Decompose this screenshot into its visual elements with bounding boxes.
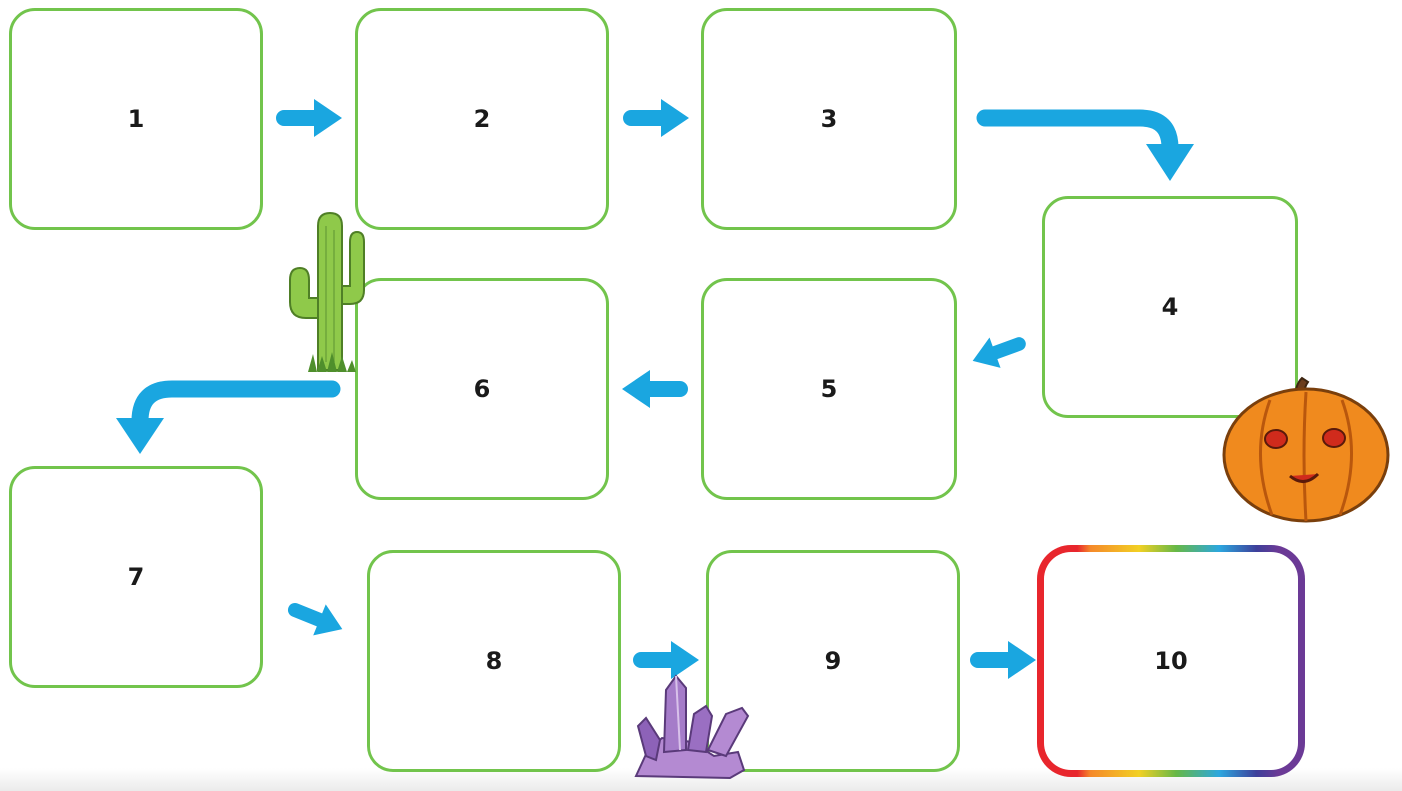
cactus-icon — [289, 211, 365, 372]
step-box-1: 1 — [9, 8, 263, 230]
arrow-6-7 — [116, 380, 341, 454]
step-box-2: 2 — [355, 8, 609, 230]
step-box-4: 4 — [1042, 196, 1298, 418]
step-label-4: 4 — [1161, 293, 1179, 321]
step-box-8: 8 — [367, 550, 621, 772]
step-label-6: 6 — [473, 375, 491, 403]
pumpkin-icon — [1222, 376, 1390, 523]
step-box-6: 6 — [355, 278, 609, 500]
step-label-5: 5 — [820, 375, 838, 403]
step-box-3: 3 — [701, 8, 957, 230]
step-box-9: 9 — [706, 550, 960, 772]
arrow-3-4 — [976, 109, 1194, 181]
step-label-2: 2 — [473, 105, 491, 133]
crystal-icon — [634, 674, 750, 780]
step-box-7: 7 — [9, 466, 263, 688]
step-box-5: 5 — [701, 278, 957, 500]
step-label-8: 8 — [485, 647, 503, 675]
bottom-shade — [0, 768, 1402, 791]
step-box-10: 10 — [1037, 545, 1305, 777]
step-label-9: 9 — [824, 647, 842, 675]
step-label-1: 1 — [127, 105, 145, 133]
step-label-3: 3 — [820, 105, 838, 133]
step-box-10-inner: 10 — [1044, 552, 1298, 770]
step-label-10: 10 — [1154, 647, 1188, 675]
step-label-7: 7 — [127, 563, 145, 591]
